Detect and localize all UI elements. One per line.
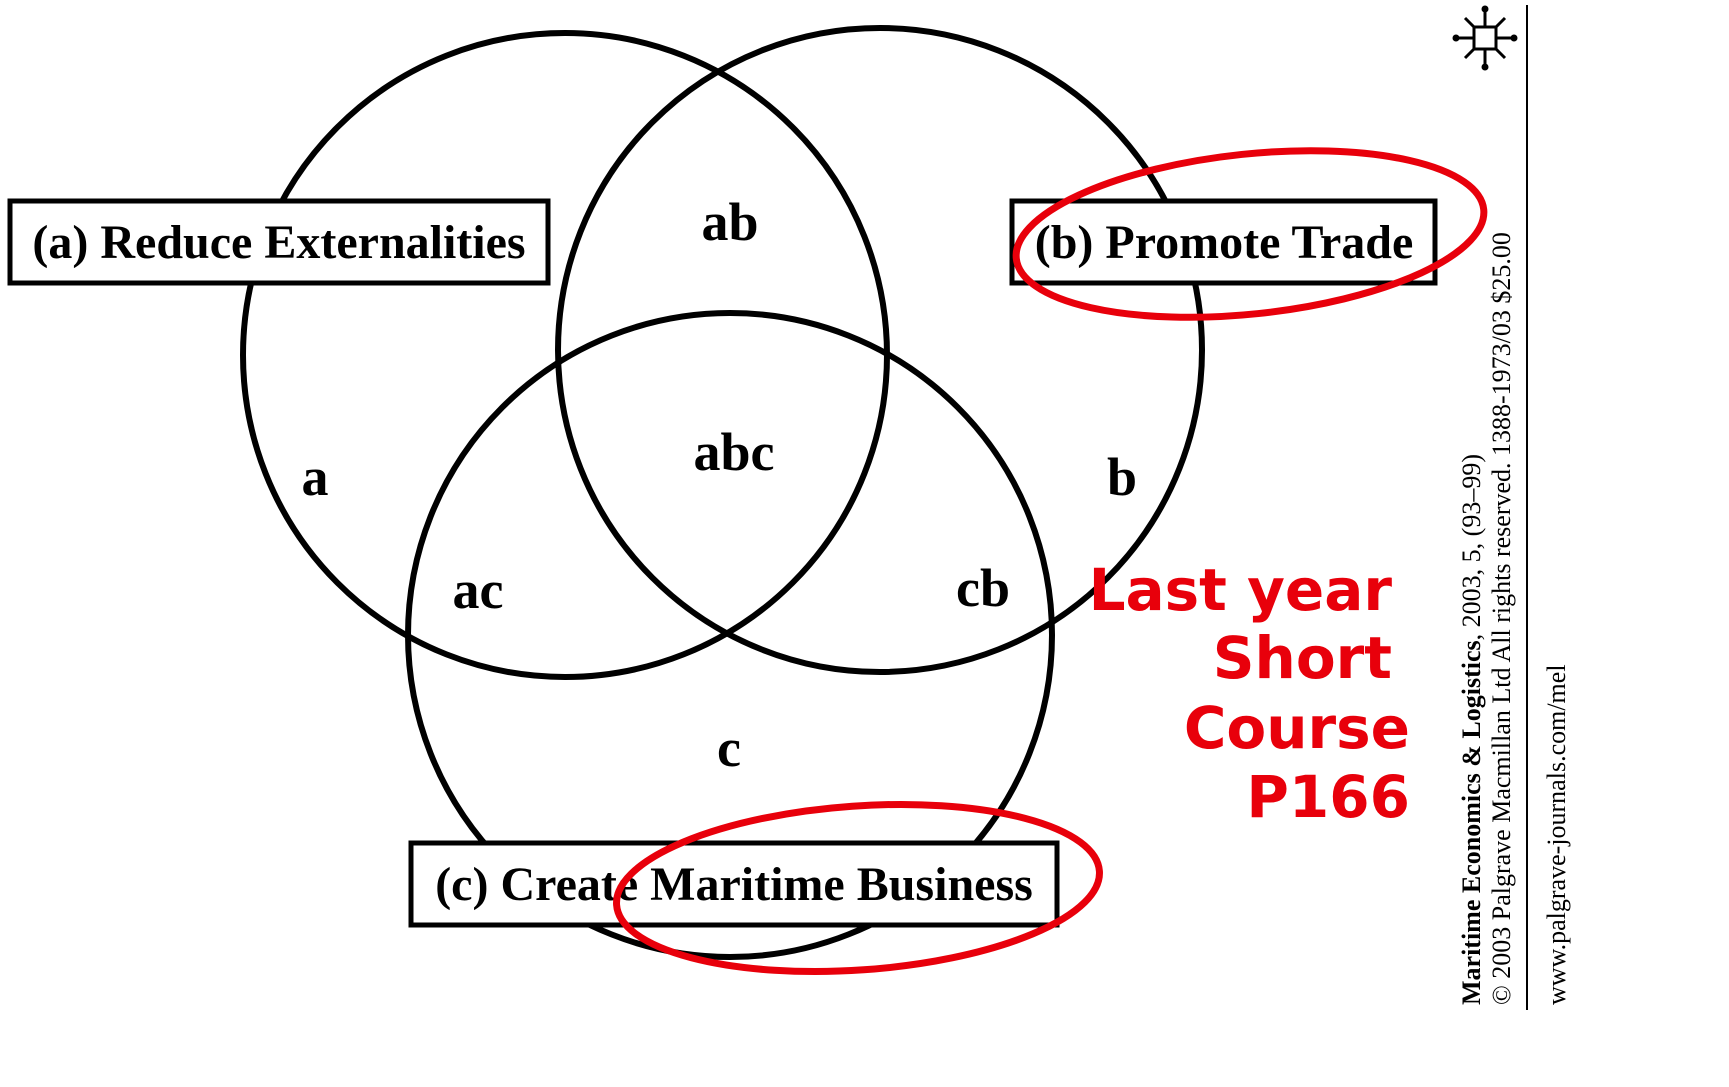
- set-c-label-box: (c) Create Maritime Business: [408, 840, 1060, 928]
- svg-text:Maritime Economics & Logistics: Maritime Economics & Logistics, 2003, 5,…: [1457, 454, 1486, 1005]
- journal-citation-rest: , 2003, 5, (93–99): [1457, 454, 1486, 640]
- annotation-note: Last year Short Course P166: [1089, 556, 1410, 831]
- set-a-label: (a) Reduce Externalities: [32, 216, 525, 269]
- journal-copyright: © 2003 Palgrave Macmillan Ltd All rights…: [1487, 232, 1516, 1005]
- region-ab-label: ab: [701, 192, 758, 252]
- region-b-label: b: [1107, 447, 1137, 507]
- set-a-label-box: (a) Reduce Externalities: [7, 198, 551, 286]
- journal-citation-title: Maritime Economics & Logistics: [1457, 640, 1486, 1005]
- region-cb-label: cb: [956, 558, 1010, 618]
- set-c-label: (c) Create Maritime Business: [435, 858, 1033, 911]
- journal-url-block: www.palgrave-journals.com/mel: [1542, 664, 1571, 1005]
- set-c-circle: [405, 310, 1055, 960]
- set-b-circle: [555, 25, 1205, 675]
- region-ac-label: ac: [453, 560, 504, 620]
- annotation-line-3: Course: [1184, 694, 1410, 762]
- region-c-label: c: [717, 718, 741, 778]
- set-b-label-box: (b) Promote Trade: [1009, 198, 1438, 286]
- annotation-line-2: Short: [1213, 624, 1392, 692]
- journal-url: www.palgrave-journals.com/mel: [1542, 664, 1571, 1005]
- annotation-line-1: Last year: [1089, 556, 1393, 624]
- publisher-logo-icon: [1452, 5, 1518, 71]
- annotation-line-4: P166: [1246, 763, 1410, 831]
- region-a-label: a: [302, 447, 329, 507]
- region-abc-label: abc: [694, 422, 775, 482]
- highlight-promote-trade-ellipse: [1012, 147, 1488, 321]
- journal-citation-block: Maritime Economics & Logistics, 2003, 5,…: [1457, 232, 1516, 1005]
- set-b-label: (b) Promote Trade: [1035, 216, 1414, 269]
- highlight-maritime-business-ellipse: [613, 800, 1103, 976]
